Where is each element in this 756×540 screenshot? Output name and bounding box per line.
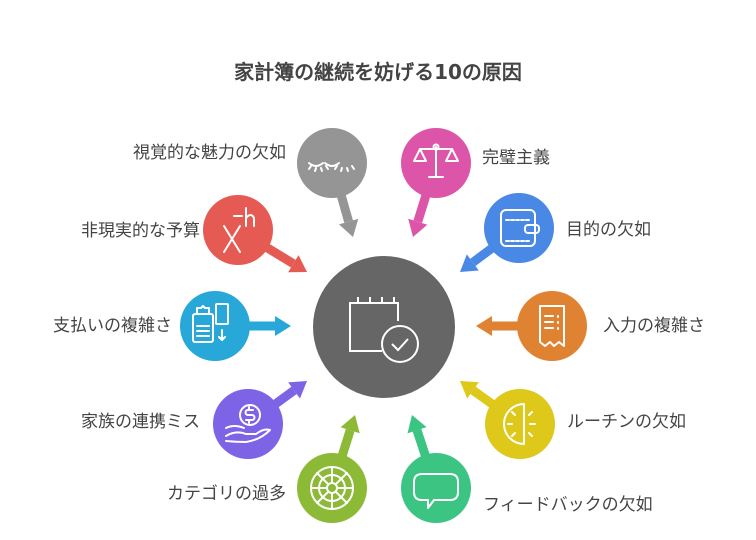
receipt-icon — [539, 305, 565, 347]
payment-terminal-icon — [192, 303, 229, 343]
node-label-perfectionism: 完璧主義 — [482, 148, 550, 168]
node-visual-appeal — [297, 128, 367, 198]
node-label-lack-of-purpose: 目的の欠如 — [566, 220, 651, 240]
node-too-many-categories — [297, 453, 367, 523]
node-label-payment-complexity: 支払いの複雑さ — [53, 316, 172, 336]
center-node — [313, 256, 455, 398]
node-label-too-many-categories: カテゴリの過多 — [167, 484, 286, 504]
scale-icon — [413, 143, 459, 178]
wallet-icon — [500, 209, 540, 247]
calendar-check-icon — [349, 297, 419, 363]
node-label-lack-of-feedback: フィードバックの欠如 — [483, 495, 653, 515]
node-label-input-complexity: 入力の複雑さ — [603, 316, 705, 336]
formula-icon — [223, 207, 255, 253]
node-label-family-coordination: 家族の連携ミス — [81, 412, 200, 432]
node-unrealistic-budget — [203, 195, 273, 265]
closed-eyes-icon — [308, 162, 355, 172]
hand-dollar-icon — [225, 404, 271, 443]
node-lack-of-feedback — [401, 453, 471, 523]
half-clock-icon — [503, 403, 536, 445]
node-label-visual-appeal: 視覚的な魅力の欠如 — [133, 143, 286, 163]
node-label-lack-of-routine: ルーチンの欠如 — [567, 412, 686, 432]
node-input-complexity — [517, 291, 587, 361]
node-payment-complexity — [180, 291, 250, 361]
node-label-unrealistic-budget: 非現実的な予算 — [81, 221, 200, 241]
node-family-coordination — [213, 389, 283, 459]
node-perfectionism — [401, 128, 471, 198]
speech-bubble-icon — [413, 473, 459, 509]
diagram-title: 家計簿の継続を妨げる10の原因 — [234, 60, 522, 84]
node-lack-of-routine — [485, 389, 555, 459]
category-wheel-icon — [310, 466, 354, 510]
node-lack-of-purpose — [484, 193, 554, 263]
